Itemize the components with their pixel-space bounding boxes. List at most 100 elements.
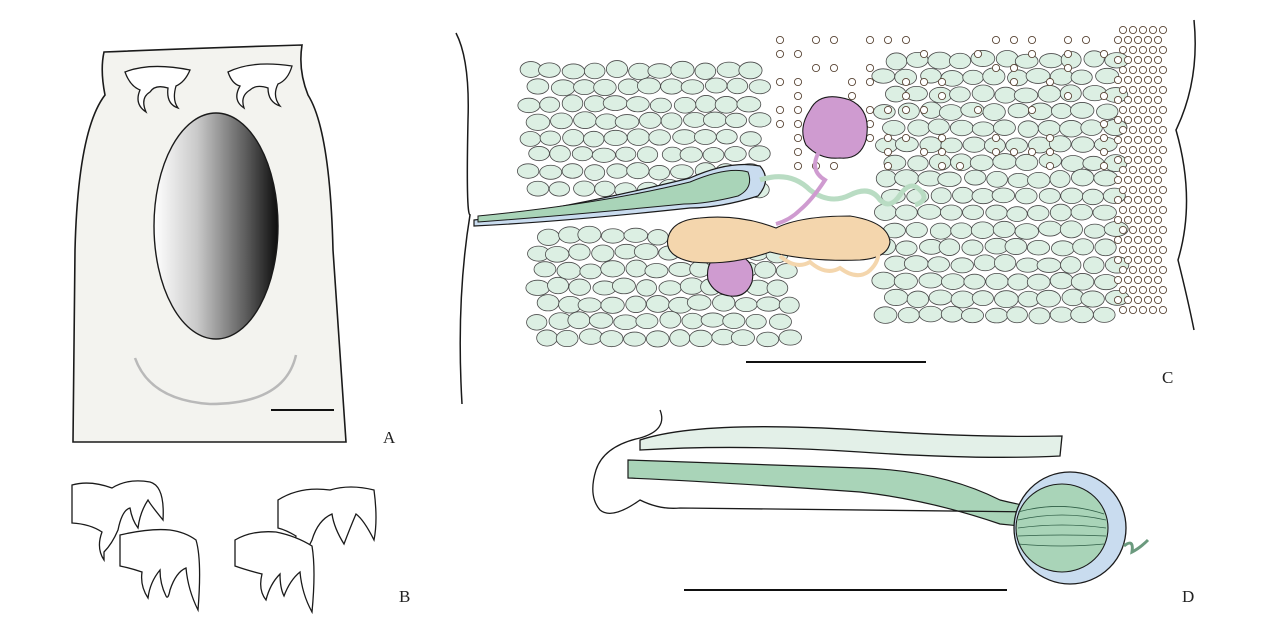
follicle (766, 279, 789, 297)
follicle (993, 254, 1017, 272)
follicle (715, 129, 738, 145)
follicle (1036, 289, 1061, 308)
follicle (961, 239, 984, 256)
follicle (716, 61, 742, 78)
small-follicle (793, 49, 803, 59)
small-follicle (1138, 25, 1148, 35)
small-follicle (865, 133, 875, 143)
small-follicle (883, 35, 893, 45)
small-follicle (1153, 55, 1163, 65)
follicle (668, 262, 694, 277)
follicle (778, 296, 800, 314)
follicle (748, 112, 772, 128)
follicle (1016, 257, 1040, 273)
small-follicle (1143, 155, 1153, 165)
follicle (1059, 220, 1083, 239)
follicle (1070, 305, 1094, 324)
small-follicle (991, 63, 1001, 73)
follicle (985, 204, 1008, 221)
panel-d-drawing (592, 409, 1150, 591)
small-follicle (1148, 185, 1158, 195)
follicle (940, 137, 963, 154)
follicle (562, 129, 585, 147)
small-follicle (1113, 275, 1123, 285)
small-follicle (1099, 133, 1109, 143)
small-follicle (775, 77, 785, 87)
follicle (623, 227, 649, 243)
follicle (601, 228, 625, 244)
follicle (1081, 188, 1104, 206)
small-follicle (1113, 75, 1123, 85)
curved-groove (133, 354, 298, 406)
small-follicle (1113, 195, 1123, 205)
follicle (778, 329, 802, 346)
small-follicle (1133, 175, 1143, 185)
body-wall-right (1175, 19, 1196, 331)
follicle (941, 273, 965, 290)
follicle (591, 147, 616, 163)
follicle (625, 295, 647, 313)
follicle (1006, 306, 1028, 324)
follicle (1070, 69, 1093, 85)
small-follicle (1128, 85, 1138, 95)
panel-label-a: A (383, 428, 396, 447)
small-follicle (1128, 185, 1138, 195)
follicle (649, 97, 672, 114)
follicle (927, 118, 950, 135)
follicle (628, 62, 652, 81)
small-follicle (1099, 49, 1109, 59)
follicle (636, 77, 661, 95)
follicle (583, 95, 607, 113)
bulb-striations (1017, 506, 1107, 547)
follicle (561, 63, 586, 80)
small-follicle (1158, 185, 1168, 195)
small-follicle (883, 161, 893, 171)
small-follicle (991, 133, 1001, 143)
follicle (579, 328, 603, 345)
small-follicle (1113, 115, 1123, 125)
small-follicle (1143, 295, 1153, 305)
follicle (603, 129, 628, 146)
follicle (724, 146, 747, 162)
follicle (1007, 172, 1030, 188)
follicle (599, 330, 624, 348)
follicle (1017, 120, 1039, 138)
follicle (583, 62, 606, 80)
small-follicle (1158, 125, 1168, 135)
follicle (539, 96, 561, 113)
small-follicle (1133, 35, 1143, 45)
follicle (1070, 204, 1093, 221)
follicle (964, 169, 987, 186)
small-follicle (1027, 35, 1037, 45)
follicle (1093, 170, 1119, 187)
small-follicle (883, 147, 893, 157)
follicle (986, 170, 1008, 188)
follicle (688, 329, 713, 348)
follicle (1037, 85, 1062, 103)
follicle (625, 96, 650, 113)
small-follicle (1063, 91, 1073, 101)
small-follicle (1158, 245, 1168, 255)
follicle (756, 296, 781, 312)
follicle (950, 222, 973, 239)
small-follicle (1118, 25, 1128, 35)
small-follicle (1138, 125, 1148, 135)
small-follicle (1118, 265, 1128, 275)
small-follicle (793, 91, 803, 101)
follicle (1094, 274, 1119, 291)
follicle (638, 111, 662, 129)
follicle (1049, 203, 1072, 222)
follicle (1092, 204, 1117, 221)
small-follicle (793, 119, 803, 129)
follicle (567, 311, 591, 330)
small-follicle (775, 119, 785, 129)
small-follicle (1153, 175, 1163, 185)
follicle (673, 96, 697, 114)
small-follicle (1118, 225, 1128, 235)
small-follicle (1158, 165, 1168, 175)
follicle (661, 146, 683, 163)
ovary-duct (775, 148, 828, 226)
follicle (517, 97, 541, 114)
small-follicle (793, 105, 803, 115)
